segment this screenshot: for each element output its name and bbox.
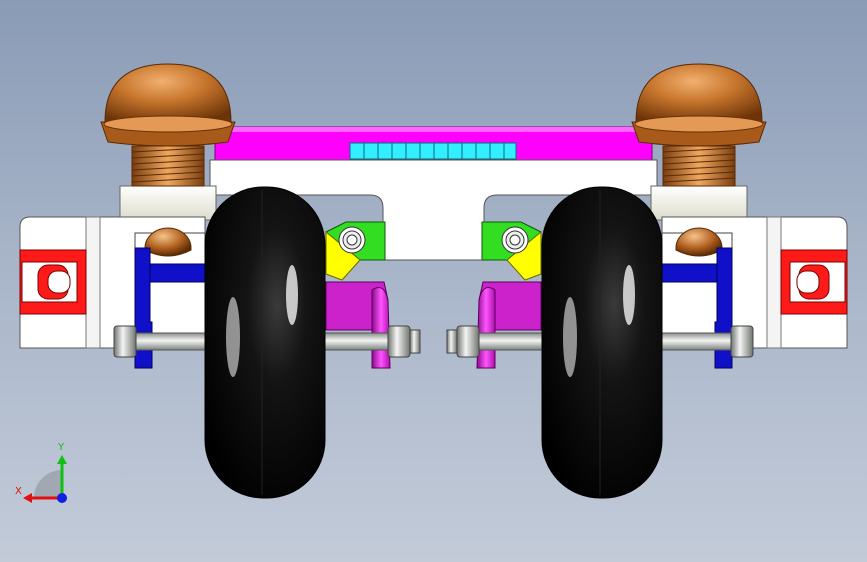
- right-spring[interactable]: [662, 145, 736, 187]
- left-cylinder[interactable]: [119, 185, 217, 221]
- cyan-strip[interactable]: [349, 142, 517, 160]
- frame-left-inner: [85, 216, 101, 349]
- right-wheel[interactable]: [541, 186, 663, 499]
- right-ball[interactable]: [675, 227, 723, 257]
- left-ball[interactable]: [144, 227, 192, 257]
- nut-inner-right-2[interactable]: [446, 329, 458, 354]
- left-spring[interactable]: [131, 145, 205, 187]
- axis-y-label: Y: [58, 442, 65, 453]
- nut-inner-right[interactable]: [456, 325, 480, 358]
- right-knob[interactable]: [631, 63, 767, 147]
- nut-inner-left[interactable]: [387, 325, 411, 358]
- right-link[interactable]: [481, 221, 542, 281]
- left-wheel[interactable]: [204, 186, 326, 499]
- left-link[interactable]: [325, 221, 386, 281]
- frame-right-inner: [766, 216, 782, 349]
- axis-x-label: X: [15, 486, 22, 497]
- top-plate-edge: [215, 127, 652, 132]
- nut-outer-left[interactable]: [113, 325, 137, 358]
- right-cylinder[interactable]: [650, 185, 748, 221]
- left-purple-arm[interactable]: [325, 281, 391, 369]
- reference-triad: [23, 455, 67, 503]
- nut-outer-right[interactable]: [730, 325, 754, 358]
- left-red-block[interactable]: [19, 249, 87, 315]
- right-purple-arm[interactable]: [476, 281, 542, 369]
- right-blue-bracket-top[interactable]: [661, 263, 718, 283]
- left-blue-bracket-top[interactable]: [149, 263, 206, 283]
- left-knob[interactable]: [100, 63, 236, 147]
- nut-inner-left-2[interactable]: [409, 329, 421, 354]
- right-red-block[interactable]: [780, 249, 848, 315]
